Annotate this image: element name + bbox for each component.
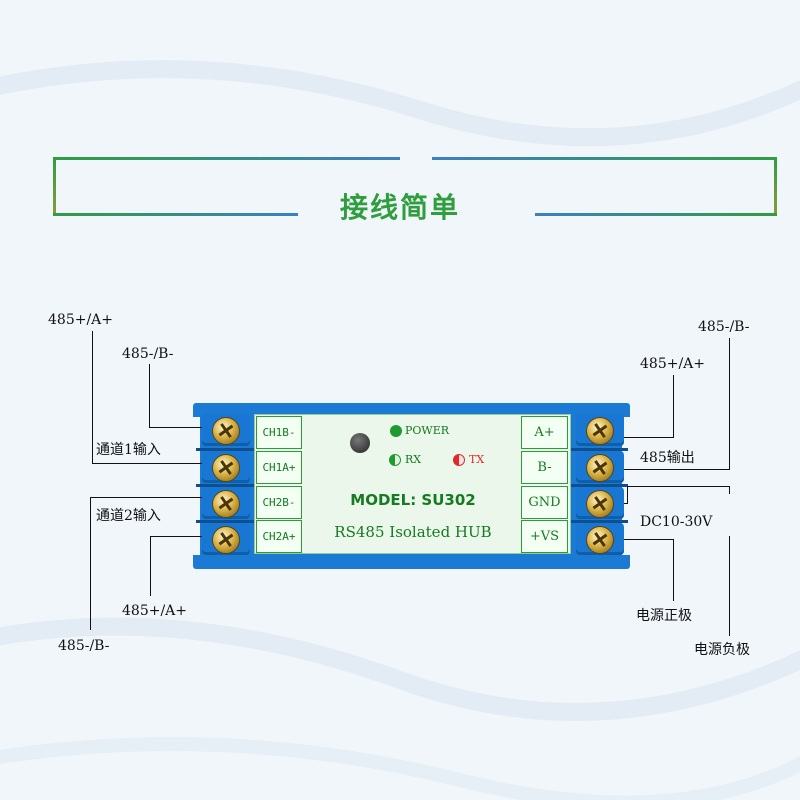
wire-vs (673, 539, 674, 601)
screw-icon (586, 490, 614, 518)
tx-led-icon (453, 454, 465, 466)
wire-gnd (627, 486, 730, 487)
wire-ch2b (90, 497, 91, 630)
wire-a-plus (624, 437, 674, 438)
terminal-ch1a[interactable] (202, 451, 250, 483)
screw-icon (212, 526, 240, 554)
model-label: MODEL: SU302 (350, 491, 476, 509)
terminal-b-minus[interactable] (576, 451, 624, 483)
ch1-b-label: 485-/B- (122, 346, 174, 362)
wire-gnd (627, 486, 628, 504)
header-line-top-right (432, 157, 777, 160)
front-label-panel (254, 414, 571, 554)
wire-ch2a (150, 536, 202, 537)
wire-vs (624, 539, 674, 540)
wire-ch1a (92, 331, 93, 464)
screw-icon (212, 490, 240, 518)
output-label: 485输出 (640, 450, 695, 466)
terminal-divider (570, 484, 628, 487)
terminal-ch1b[interactable] (202, 414, 250, 446)
label-b-minus: B- (521, 451, 568, 484)
terminal-divider (570, 520, 628, 523)
screw-icon (586, 417, 614, 445)
wire-ch1a (92, 463, 202, 464)
label-ch1a: CH1A+ (256, 451, 302, 484)
label-ch2a: CH2A+ (256, 520, 302, 553)
ch2-b-label: 485-/B- (58, 638, 110, 654)
negative-label: 电源负极 (694, 642, 750, 658)
terminal-divider (196, 448, 254, 451)
power-led-icon (390, 425, 402, 437)
wire-ch2b (90, 497, 202, 498)
screw-icon (586, 454, 614, 482)
screw-icon (212, 417, 240, 445)
ch1-a-label: 485+/A+ (48, 312, 114, 328)
terminal-gnd[interactable] (576, 487, 624, 519)
wire-ch2a (150, 536, 151, 596)
page-title: 接线简单 (339, 191, 460, 224)
header-line-bottom-right (535, 213, 777, 216)
wire-b-minus (624, 469, 730, 470)
terminal-ch2b[interactable] (202, 487, 250, 519)
terminal-divider (570, 448, 628, 451)
rx-led-icon (389, 454, 401, 466)
label-ch2b: CH2B- (256, 486, 302, 519)
wire-b-minus (729, 338, 730, 470)
tx-led-label: TX (469, 453, 485, 466)
wire-gnd (729, 536, 730, 636)
wire-gnd (624, 503, 628, 504)
rx-led-label: RX (405, 453, 422, 466)
wire-ch1b (149, 364, 150, 428)
terminal-ch2a[interactable] (202, 523, 250, 555)
ch2-a-label: 485+/A+ (122, 603, 188, 619)
wire-gnd (729, 486, 730, 494)
subtitle-label: RS485 Isolated HUB (334, 523, 492, 541)
ch2-input-label: 通道2输入 (96, 508, 161, 524)
ch1-input-label: 通道1输入 (96, 442, 161, 458)
out-b-label: 485-/B- (698, 319, 750, 335)
terminal-vs[interactable] (576, 523, 624, 555)
label-gnd: GND (521, 486, 568, 519)
label-vs: +VS (521, 520, 568, 553)
header-line-top-left (53, 157, 400, 160)
positive-label: 电源正极 (636, 608, 692, 624)
header-line-bottom-left (53, 213, 298, 216)
power-supply-label: DC10-30V (640, 514, 713, 530)
terminal-a-plus[interactable] (576, 414, 624, 446)
power-led-label: POWER (405, 424, 450, 437)
wire-ch1b (149, 427, 202, 428)
screw-icon (212, 454, 240, 482)
screw-icon (586, 526, 614, 554)
header-line-right (774, 157, 777, 215)
out-a-label: 485+/A+ (640, 356, 706, 372)
indicator-hole (350, 433, 370, 453)
header-line-left (53, 157, 56, 215)
terminal-divider (196, 520, 254, 523)
label-ch1b: CH1B- (256, 416, 302, 449)
wire-a-plus (673, 375, 674, 438)
label-a-plus: A+ (521, 416, 568, 449)
terminal-divider (196, 484, 254, 487)
